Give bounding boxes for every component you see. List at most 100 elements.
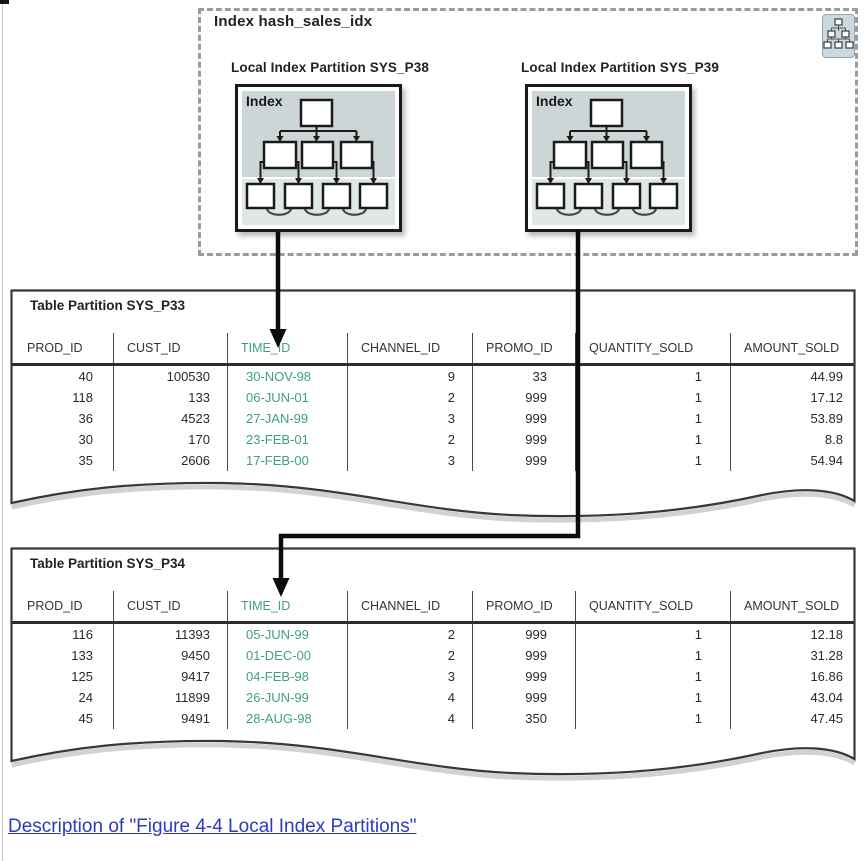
- table-cell: 33: [472, 366, 575, 387]
- table-header-row: PROD_ID CUST_ID TIME_ID CHANNEL_ID PROMO…: [12, 333, 854, 366]
- table-cell: 17.12: [730, 387, 854, 408]
- table-cell: 3: [347, 450, 472, 471]
- column-header: TIME_ID: [227, 333, 347, 363]
- table-cell: 9: [347, 366, 472, 387]
- table-partition-sys-p33: Table Partition SYS_P33 PROD_ID CUST_ID …: [10, 289, 856, 533]
- table-cell: 133: [113, 387, 227, 408]
- table-cell: 4523: [113, 408, 227, 429]
- table-cell: 2: [347, 624, 472, 645]
- table-cell: 1: [575, 429, 730, 450]
- table-cell: 999: [472, 429, 575, 450]
- index-partition-box-sys-p38: Index: [235, 84, 402, 232]
- table-cell: 54.94: [730, 450, 854, 471]
- table-cell: 1: [575, 624, 730, 645]
- column-header: AMOUNT_SOLD: [730, 333, 854, 363]
- table-partition-sys-p34: Table Partition SYS_P34 PROD_ID CUST_ID …: [10, 547, 856, 791]
- table-cell: 8.8: [730, 429, 854, 450]
- table-cell: 23-FEB-01: [227, 429, 347, 450]
- table-cell: 06-JUN-01: [227, 387, 347, 408]
- table-cell: 999: [472, 666, 575, 687]
- table-cell: 45: [78, 711, 93, 726]
- table-cell: 44.99: [730, 366, 854, 387]
- column-header: PROMO_ID: [472, 333, 575, 363]
- table-cell: 2606: [113, 450, 227, 471]
- table-cell: 9417: [113, 666, 227, 687]
- table-cell: 4: [347, 687, 472, 708]
- table-cell: 170: [113, 429, 227, 450]
- table-cell: 999: [472, 645, 575, 666]
- table-cell: 1: [575, 408, 730, 429]
- table-cell: 1: [575, 366, 730, 387]
- column-header: CHANNEL_ID: [347, 591, 472, 621]
- table-cell: 26-JUN-99: [227, 687, 347, 708]
- table-cell: 2: [347, 645, 472, 666]
- table-cell: 1: [575, 645, 730, 666]
- table-cell: 999: [472, 450, 575, 471]
- table-torn-outline: [10, 547, 856, 781]
- column-header: QUANTITY_SOLD: [575, 333, 730, 363]
- column-header: PROMO_ID: [472, 591, 575, 621]
- table-cell: 16.86: [730, 666, 854, 687]
- table-cell: 100530: [113, 366, 227, 387]
- table-cell: 1: [575, 666, 730, 687]
- table-cell: 28-AUG-98: [227, 708, 347, 729]
- index-box-label: Index: [246, 93, 283, 109]
- table-cell: 999: [472, 408, 575, 429]
- table-cell: 133: [71, 648, 93, 663]
- index-box-label: Index: [536, 93, 573, 109]
- table-cell: 12.18: [730, 624, 854, 645]
- btree-diagram: Index: [235, 84, 402, 232]
- table-grid: PROD_ID CUST_ID TIME_ID CHANNEL_ID PROMO…: [12, 333, 854, 471]
- column-header: PROD_ID: [27, 599, 83, 613]
- table-cell: 2: [347, 429, 472, 450]
- column-header: CHANNEL_ID: [347, 333, 472, 363]
- table-grid: PROD_ID CUST_ID TIME_ID CHANNEL_ID PROMO…: [12, 591, 854, 729]
- table-cell: 47.45: [730, 708, 854, 729]
- table-cell: 40: [78, 369, 93, 384]
- table-cell: 30-NOV-98: [227, 366, 347, 387]
- index-partition-box-sys-p39: Index: [525, 84, 692, 232]
- table-cell: 30: [78, 432, 93, 447]
- table-cell: 05-JUN-99: [227, 624, 347, 645]
- table-cell: 1: [575, 450, 730, 471]
- table-cell: 27-JAN-99: [227, 408, 347, 429]
- column-header: TIME_ID: [227, 591, 347, 621]
- table-cell: 1: [575, 708, 730, 729]
- table-title: Table Partition SYS_P34: [30, 556, 186, 571]
- column-header: QUANTITY_SOLD: [575, 591, 730, 621]
- table-cell: 11393: [113, 624, 227, 645]
- table-cell: 9450: [113, 645, 227, 666]
- column-header: AMOUNT_SOLD: [730, 591, 854, 621]
- table-cell: 2: [347, 387, 472, 408]
- table-cell: 999: [472, 687, 575, 708]
- column-header: CUST_ID: [113, 591, 227, 621]
- partition-label-sys-p39: Local Index Partition SYS_P39: [521, 60, 719, 75]
- table-cell: 3: [347, 666, 472, 687]
- table-cell: 24: [78, 690, 93, 705]
- page-left-edge-line: [2, 0, 3, 861]
- column-header: CUST_ID: [113, 333, 227, 363]
- table-cell: 3: [347, 408, 472, 429]
- table-cell: 1: [575, 387, 730, 408]
- table-cell: 999: [472, 387, 575, 408]
- btree-diagram: Index: [525, 84, 692, 232]
- figure-description-link[interactable]: Description of "Figure 4-4 Local Index P…: [8, 816, 417, 837]
- table-cell: 31.28: [730, 645, 854, 666]
- table-cell: 53.89: [730, 408, 854, 429]
- index-group-title: Index hash_sales_idx: [214, 13, 373, 30]
- table-cell: 04-FEB-98: [227, 666, 347, 687]
- table-cell: 11899: [113, 687, 227, 708]
- table-cell: 999: [472, 624, 575, 645]
- table-title: Table Partition SYS_P33: [30, 298, 186, 313]
- table-cell: 35: [78, 453, 93, 468]
